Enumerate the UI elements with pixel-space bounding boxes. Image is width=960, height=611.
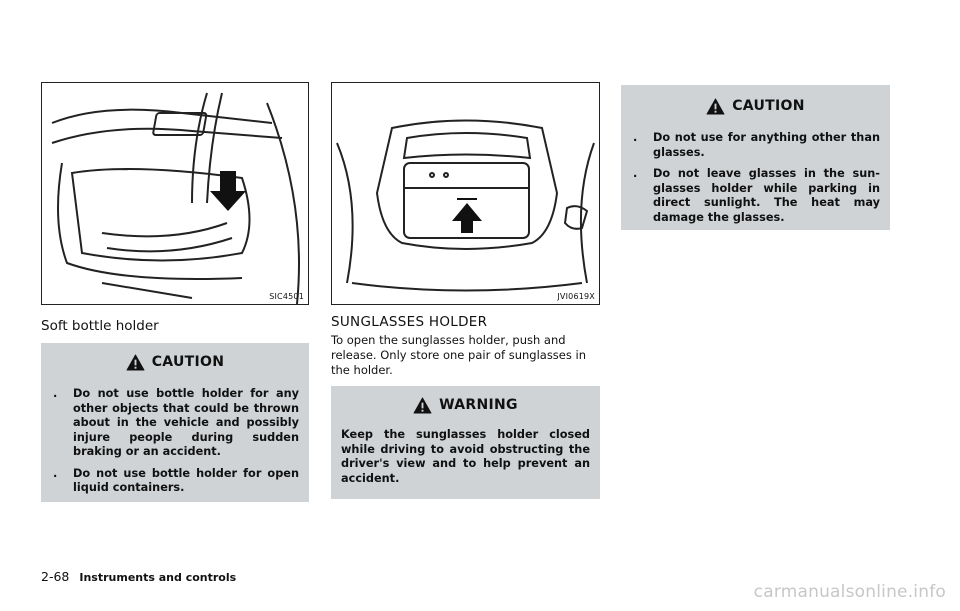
warning-triangle-icon xyxy=(413,396,432,414)
door-bottle-holder-illustration xyxy=(51,92,300,304)
list-item: . Do not use for anything other than gla… xyxy=(633,131,880,159)
warning-title: WARNING xyxy=(439,397,518,413)
warning-triangle-icon xyxy=(126,353,145,371)
figure-code: SIC4501 xyxy=(269,292,304,301)
down-arrow-icon xyxy=(210,171,246,211)
warning-title-row: WARNING xyxy=(331,386,600,422)
bullet: . xyxy=(53,466,58,480)
list-item: . Do not leave glasses in the sun-glasse… xyxy=(633,167,880,224)
page-footer: 2-68 Instruments and controls xyxy=(41,569,236,584)
caution-box: CAUTION . Do not use for anything other … xyxy=(621,85,890,230)
up-arrow-icon xyxy=(452,198,482,233)
caution-box: CAUTION . Do not use bottle holder for a… xyxy=(41,343,309,502)
caution-title: CAUTION xyxy=(732,98,805,114)
section-heading: Soft bottle holder xyxy=(41,318,159,334)
body-paragraph: To open the sunglasses holder, push and … xyxy=(331,333,587,377)
bullet: . xyxy=(633,167,638,180)
list-item: . Do not use bottle holder for any other… xyxy=(53,387,299,458)
warning-text: Keep the sunglasses holder closed while … xyxy=(341,428,590,485)
overhead-console-illustration xyxy=(336,119,595,292)
section-heading: SUNGLASSES HOLDER xyxy=(331,314,488,330)
sunglasses-holder-figure: JVI0619X xyxy=(331,82,600,305)
section-name: Instruments and controls xyxy=(79,571,237,584)
bottle-holder-figure: SIC4501 xyxy=(41,82,309,305)
warning-triangle-icon xyxy=(706,97,725,115)
watermark-link[interactable]: carmanualsonline.info xyxy=(753,582,946,602)
caution-title: CAUTION xyxy=(151,354,225,370)
caution-list: . Do not use bottle holder for any other… xyxy=(41,387,309,496)
caution-list: . Do not use for anything other than gla… xyxy=(621,131,890,225)
caution-title-row: CAUTION xyxy=(621,85,890,123)
warning-box: WARNING Keep the sunglasses holder close… xyxy=(331,386,600,499)
bullet: . xyxy=(53,387,58,400)
caution-title-row: CAUTION xyxy=(41,343,309,379)
list-item: . Do not use bottle holder for open liqu… xyxy=(53,466,299,495)
page-number: 2-68 xyxy=(41,569,70,584)
bullet: . xyxy=(633,131,638,144)
figure-code: JVI0619X xyxy=(557,292,595,301)
